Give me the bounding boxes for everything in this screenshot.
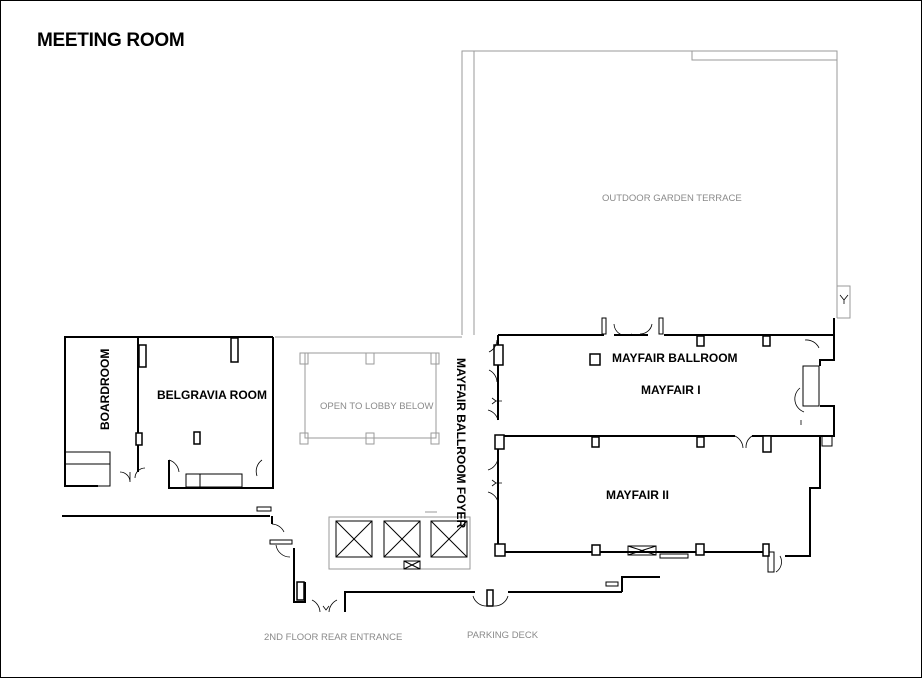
mayfair-ballroom-label: MAYFAIR BALLROOM bbox=[612, 351, 738, 365]
belgravia-room-label: BELGRAVIA ROOM bbox=[157, 388, 267, 402]
rear-entrance-label: 2ND FLOOR REAR ENTRANCE bbox=[264, 632, 402, 643]
mayfair-2-label: MAYFAIR II bbox=[606, 488, 669, 502]
lobby-void bbox=[299, 352, 440, 445]
lobby-label: OPEN TO LOBBY BELOW bbox=[320, 401, 434, 412]
mayfair-1-label: MAYFAIR I bbox=[641, 383, 701, 397]
corridor-walls bbox=[62, 506, 660, 613]
terrace-outline bbox=[275, 50, 851, 338]
foyer-label: MAYFAIR BALLROOM FOYER bbox=[454, 358, 468, 529]
terrace-label: OUTDOOR GARDEN TERRACE bbox=[602, 193, 742, 204]
elevator-bank bbox=[328, 511, 471, 570]
boardroom-label: BOARDROOM bbox=[98, 349, 112, 430]
page-title: MEETING ROOM bbox=[37, 30, 184, 51]
belgravia-walls bbox=[168, 337, 274, 489]
mayfair-ballroom-walls bbox=[487, 317, 835, 573]
parking-deck-label: PARKING DECK bbox=[467, 630, 539, 641]
boardroom-walls bbox=[64, 336, 273, 487]
